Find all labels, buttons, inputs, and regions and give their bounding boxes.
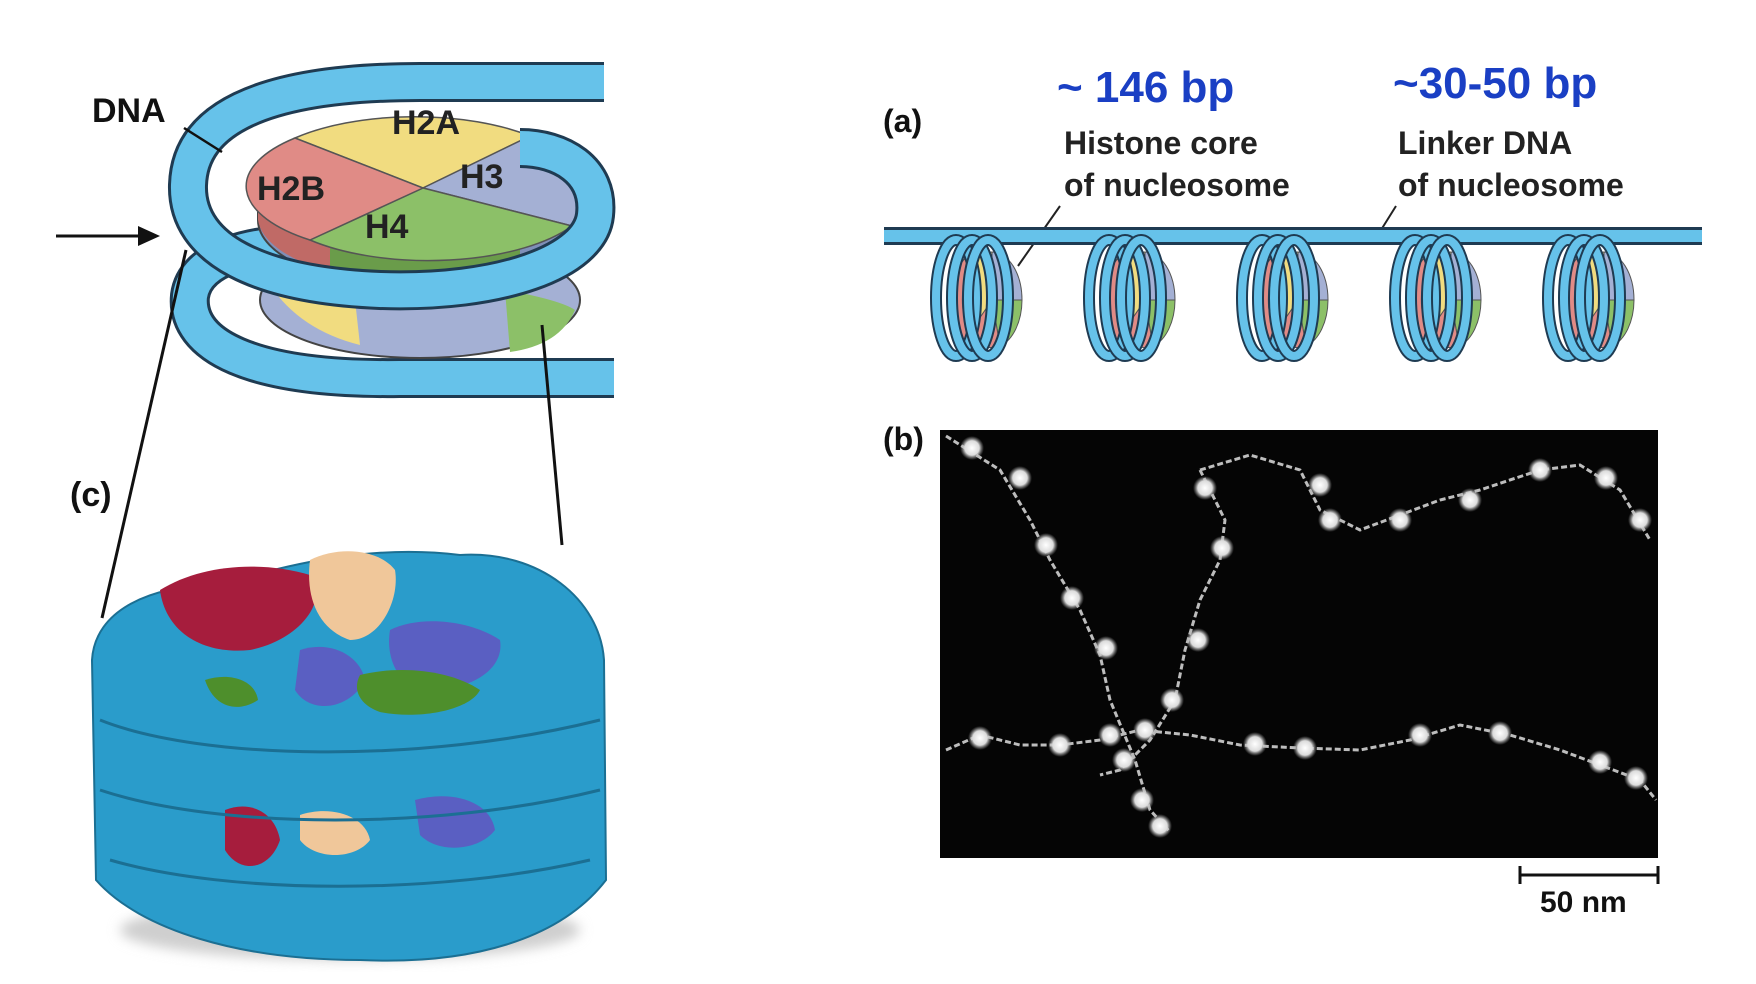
histone-octamer-top <box>245 115 597 262</box>
panel-a: (a) ~ 146 bp ~30-50 bp Histone core of n… <box>883 59 1702 362</box>
panel-b-label: (b) <box>883 421 924 457</box>
core-length-label: ~ 146 bp <box>1057 63 1234 112</box>
linker-caption-line1: Linker DNA <box>1398 125 1572 161</box>
micrograph-nucleosome <box>1193 476 1217 500</box>
nucleosome-bead <box>1083 234 1176 362</box>
micrograph-nucleosome <box>1594 466 1618 490</box>
micrograph-nucleosome <box>1243 732 1267 756</box>
micrograph-nucleosomes <box>960 436 1652 838</box>
micrograph-nucleosome <box>1388 508 1412 532</box>
h4-label: H4 <box>365 208 409 246</box>
zoom-line-right <box>540 324 564 546</box>
micrograph-nucleosome <box>1588 750 1612 774</box>
micrograph-nucleosome <box>1098 723 1122 747</box>
micrograph-nucleosome <box>1186 628 1210 652</box>
micrograph-nucleosome <box>1210 536 1234 560</box>
nucleosome-model: H2A H3 H2B H4 DNA <box>56 62 616 619</box>
panel-b: (b) 50 nm <box>883 421 1660 919</box>
micrograph-nucleosome <box>1008 466 1032 490</box>
micrograph-nucleosome <box>1624 766 1648 790</box>
nucleosome-bead <box>1389 234 1482 362</box>
core-caption-line1: Histone core <box>1064 125 1258 161</box>
nucleosome-bead <box>930 234 1023 362</box>
nucleosome-bead <box>1542 234 1635 362</box>
micrograph-nucleosome <box>1408 723 1432 747</box>
nucleosome-surface-model <box>90 550 608 962</box>
micrograph-nucleosome <box>1293 736 1317 760</box>
nucleosome-bead <box>1236 234 1329 362</box>
scale-bar <box>1518 866 1660 884</box>
micrograph-nucleosome <box>1160 688 1184 712</box>
panel-c: (c) <box>70 476 608 962</box>
micrograph-nucleosome <box>1528 458 1552 482</box>
electron-micrograph <box>940 430 1658 858</box>
h3-label: H3 <box>460 158 503 196</box>
micrograph-nucleosome <box>1112 748 1136 772</box>
micrograph-nucleosome <box>1048 733 1072 757</box>
dna-label: DNA <box>92 92 166 130</box>
linker-length-label: ~30-50 bp <box>1393 59 1597 108</box>
dna-leader-line <box>183 126 223 154</box>
micrograph-nucleosome <box>1628 508 1652 532</box>
core-caption-line2: of nucleosome <box>1064 167 1290 203</box>
micrograph-nucleosome <box>1318 508 1342 532</box>
h2b-label: H2B <box>257 170 325 208</box>
micrograph-nucleosome <box>960 436 984 460</box>
scale-bar-label: 50 nm <box>1540 886 1627 919</box>
linker-caption-line2: of nucleosome <box>1398 167 1624 203</box>
micrograph-nucleosome <box>968 726 992 750</box>
nucleosome-beads <box>930 234 1635 362</box>
micrograph-nucleosome <box>1130 788 1154 812</box>
zoom-line-left <box>100 249 188 619</box>
arrow-icon <box>56 226 160 246</box>
micrograph-nucleosome <box>1034 533 1058 557</box>
micrograph-nucleosome <box>1308 473 1332 497</box>
h2b-sector <box>245 137 425 241</box>
micrograph-nucleosome <box>1488 721 1512 745</box>
micrograph-nucleosome <box>1060 586 1084 610</box>
micrograph-nucleosome <box>1458 488 1482 512</box>
panel-c-label: (c) <box>70 476 112 514</box>
micrograph-nucleosome <box>1094 636 1118 660</box>
micrograph-nucleosome <box>1148 814 1172 838</box>
h2a-label: H2A <box>392 104 460 142</box>
panel-a-label: (a) <box>883 103 922 139</box>
micrograph-nucleosome <box>1133 718 1157 742</box>
h4-sector <box>308 187 574 262</box>
h2a-sector <box>293 115 532 189</box>
